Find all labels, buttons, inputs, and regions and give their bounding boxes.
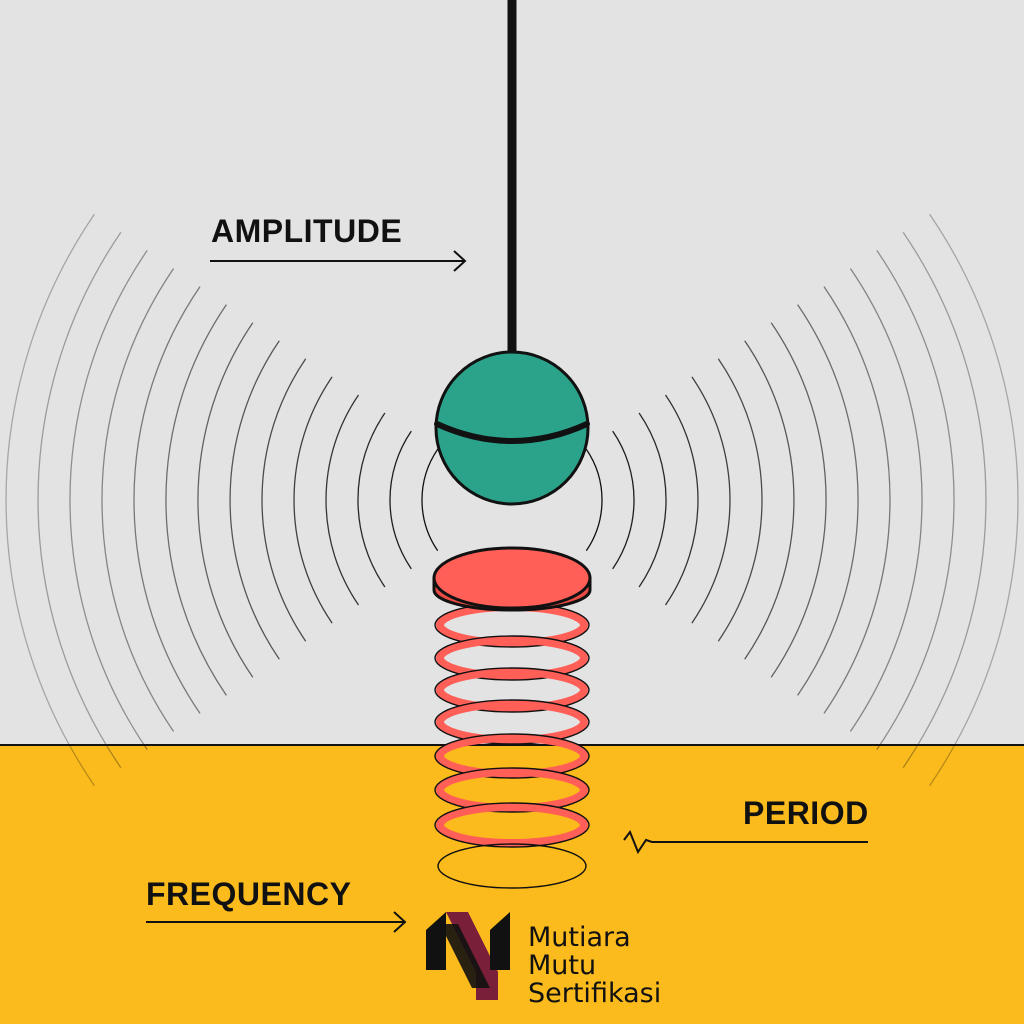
wave-arc <box>69 250 148 750</box>
wave-arc <box>717 358 763 642</box>
spring-top-plate <box>432 546 592 610</box>
logo-text-line2: Mutu <box>528 950 596 981</box>
wave-arc <box>133 286 201 714</box>
wave-arc <box>929 213 1019 787</box>
floor <box>0 745 1024 1024</box>
spring <box>432 546 592 889</box>
wave-arc <box>770 322 827 678</box>
amplitude-arrow <box>210 250 467 272</box>
wave-arcs-right <box>585 213 1019 787</box>
wave-arc <box>876 250 955 750</box>
frequency-arrow <box>146 911 407 933</box>
spring-coil-outline <box>434 802 590 848</box>
wave-arc <box>293 376 333 624</box>
wave-arc <box>902 232 987 768</box>
frequency-label: FREQUENCY <box>146 876 351 912</box>
spring-coil-outline <box>434 635 590 681</box>
wave-arc <box>389 430 412 570</box>
wave-arc <box>797 304 859 696</box>
wave-arc <box>638 412 667 588</box>
wave-arc <box>664 394 699 606</box>
wave-arc <box>197 322 254 678</box>
spring-coil <box>436 803 588 847</box>
wave-arc <box>691 376 731 624</box>
wave-arc <box>5 213 95 787</box>
spring-base-ring <box>437 843 587 889</box>
logo-text-line3: Sertifikasi <box>528 978 661 1009</box>
amplitude-label: AMPLITUDE <box>211 213 402 249</box>
wave-arc <box>261 358 307 642</box>
wave-arc <box>849 268 923 732</box>
wave-arc <box>101 268 175 732</box>
wave-arc <box>421 448 439 552</box>
wave-arcs-left <box>5 213 439 787</box>
wave-arc <box>744 340 795 660</box>
spring-coil-outline <box>434 699 590 745</box>
wave-arc <box>585 448 603 552</box>
wave-arc <box>823 286 891 714</box>
pendulum-ball <box>434 350 590 506</box>
wave-arc <box>357 412 386 588</box>
wave-arc <box>325 394 360 606</box>
logo-mark <box>426 912 510 1000</box>
wave-arc <box>229 340 280 660</box>
logo-text-line1: Mutiara <box>528 922 631 953</box>
spring-coil-outline <box>434 733 590 779</box>
wave-arc <box>165 304 227 696</box>
wave-arc <box>612 430 635 570</box>
period-pointer <box>623 829 868 855</box>
spring-coil-outline <box>434 767 590 813</box>
period-label: PERIOD <box>743 795 869 831</box>
spring-coil-outline <box>434 667 590 713</box>
company-logo: Mutiara Mutu Sertifikasi <box>426 912 661 1009</box>
wave-arc <box>37 232 122 768</box>
